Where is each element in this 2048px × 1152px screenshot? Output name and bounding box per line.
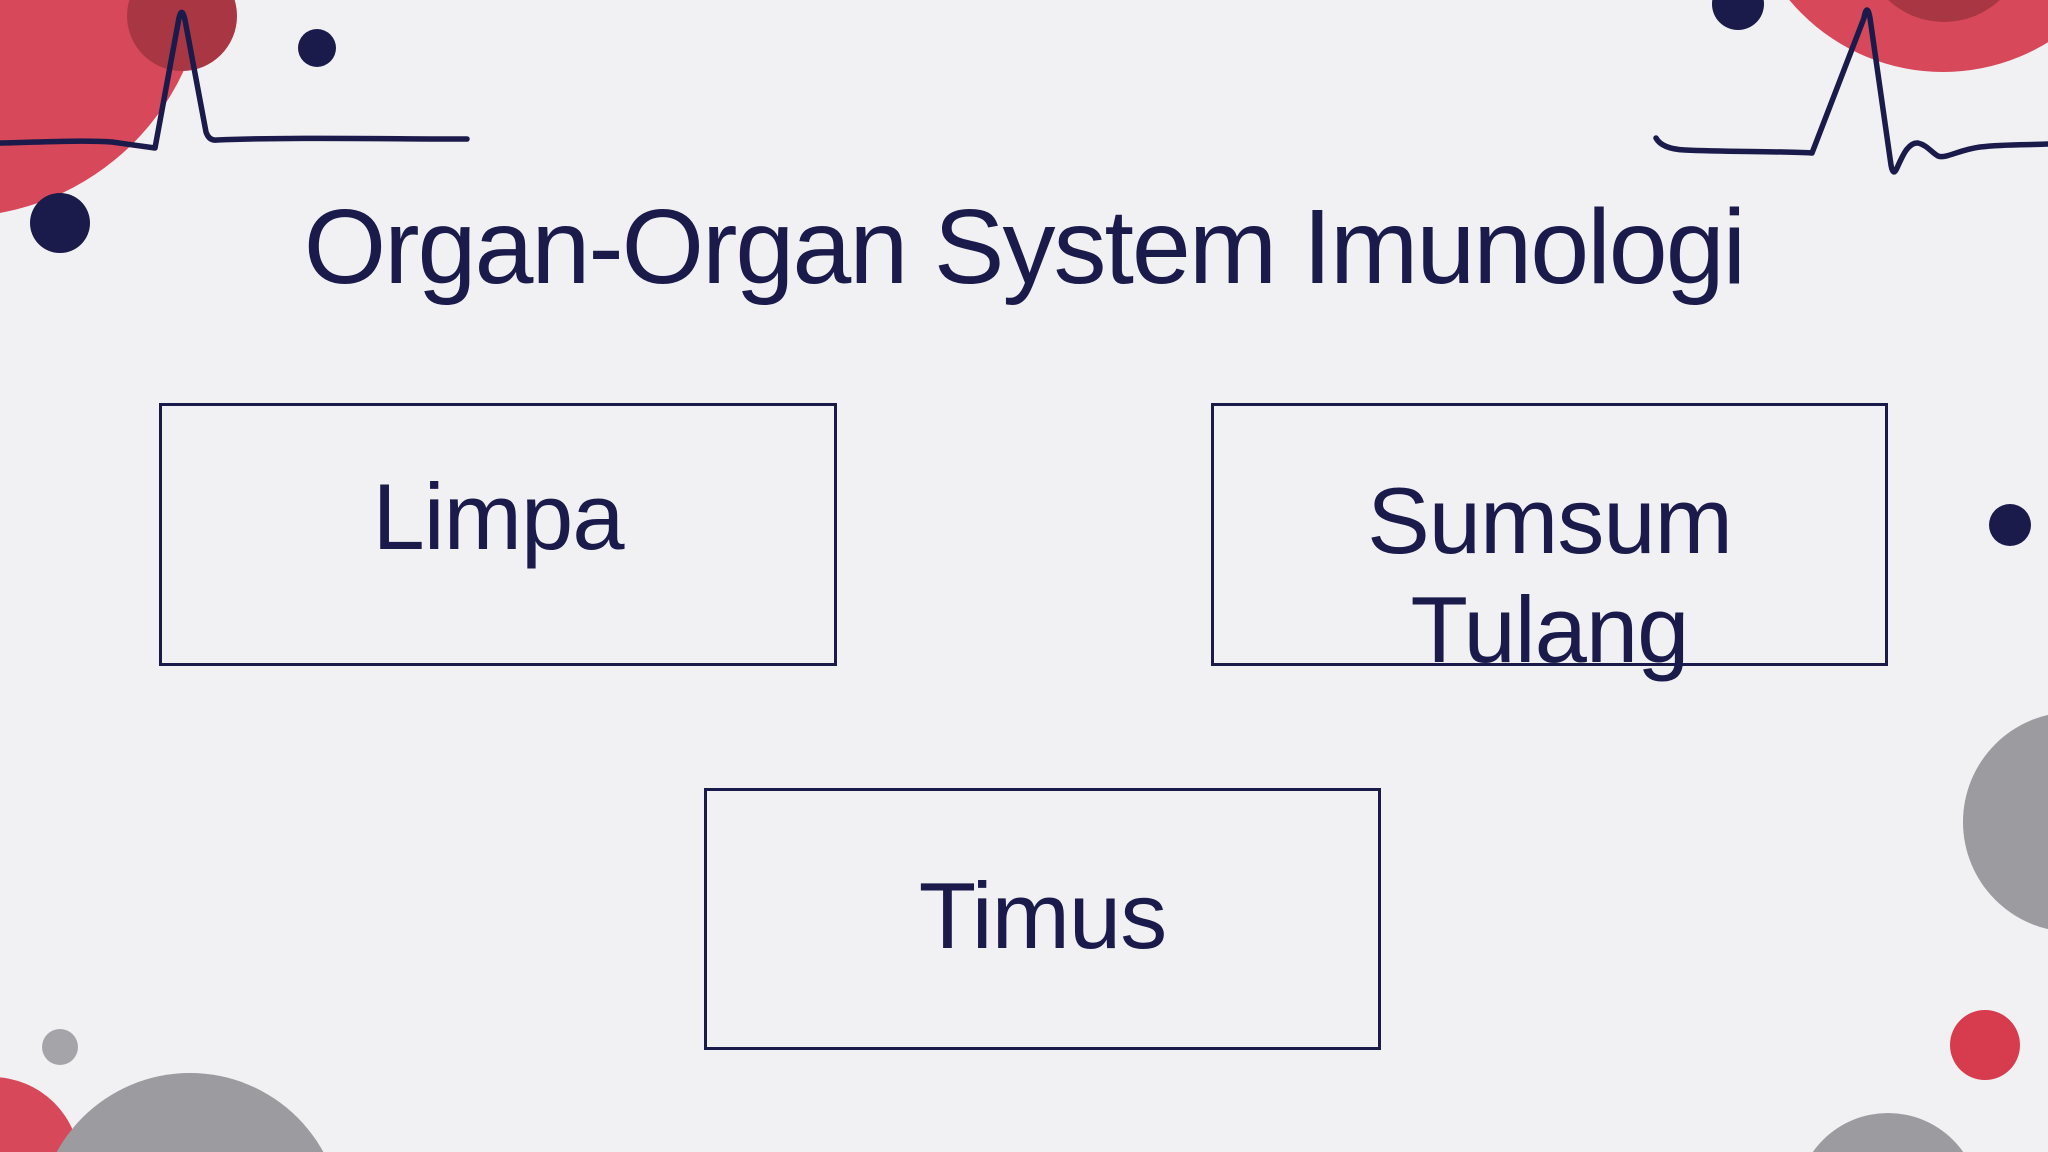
gray-dot-bottom-left bbox=[42, 1029, 78, 1065]
gray-circle-right-edge bbox=[1963, 712, 2048, 932]
slide-title: Organ-Organ System Imunologi bbox=[303, 188, 1746, 306]
gray-circle-bottom-left bbox=[38, 1073, 342, 1152]
organ-box-limpa-label: Limpa bbox=[372, 464, 624, 569]
red-dot-bottom-right bbox=[1950, 1010, 2020, 1080]
organ-box-sumsum-tulang: Sumsum Tulang bbox=[1211, 403, 1888, 682]
organ-box-limpa: Limpa bbox=[159, 403, 837, 666]
organ-box-timus-label: Timus bbox=[918, 863, 1167, 968]
heartbeat-line-icon-left bbox=[0, 9, 470, 151]
gray-circle-bottom-right bbox=[1796, 1113, 1980, 1152]
organ-box-sumsum-tulang-label: Sumsum Tulang bbox=[1367, 468, 1733, 682]
navy-dot-right-edge bbox=[1989, 504, 2031, 546]
navy-dot-top-left-upper bbox=[298, 29, 336, 67]
navy-dot-top-left-lower bbox=[30, 193, 90, 253]
heartbeat-line-icon-right bbox=[1653, 7, 2048, 175]
organ-box-timus: Timus bbox=[704, 788, 1381, 1050]
